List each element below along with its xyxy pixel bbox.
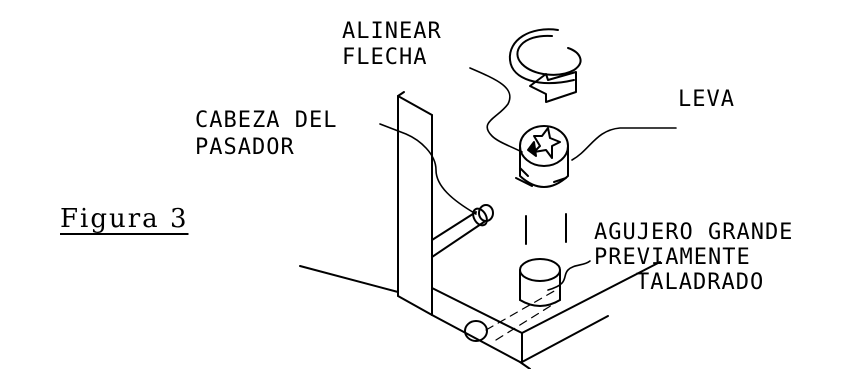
- dowel-hole: [464, 320, 488, 342]
- align-arrow-label-line2: FLECHA: [342, 45, 428, 70]
- align-arrow-label-line1: ALINEAR: [342, 19, 442, 44]
- large-hole: [519, 258, 561, 307]
- side-panel: [397, 91, 433, 316]
- cam-leader: [571, 127, 677, 161]
- rotation-arrow: [508, 28, 582, 103]
- pin-head-label-line1: CABEZA DEL: [195, 108, 338, 133]
- alignment-lines: [525, 213, 567, 245]
- pin-leader: [379, 123, 477, 215]
- pin: [431, 204, 494, 258]
- pin-guide: [485, 289, 561, 341]
- cam-lock: [515, 125, 569, 188]
- figure-title: Figura 3: [60, 204, 189, 234]
- leader-lines: [379, 67, 677, 291]
- hole-leader: [547, 260, 591, 291]
- cam-label: LEVA: [678, 87, 735, 112]
- hole-label-line1: AGUJERO GRANDE: [594, 220, 794, 245]
- align-leader: [469, 67, 523, 153]
- hole-label-line3: TALADRADO: [636, 270, 765, 295]
- pin-head-label-line2: PASADOR: [195, 135, 295, 160]
- bottom-panel: [299, 261, 661, 369]
- hole-label-line2: PREVIAMENTE: [594, 245, 751, 270]
